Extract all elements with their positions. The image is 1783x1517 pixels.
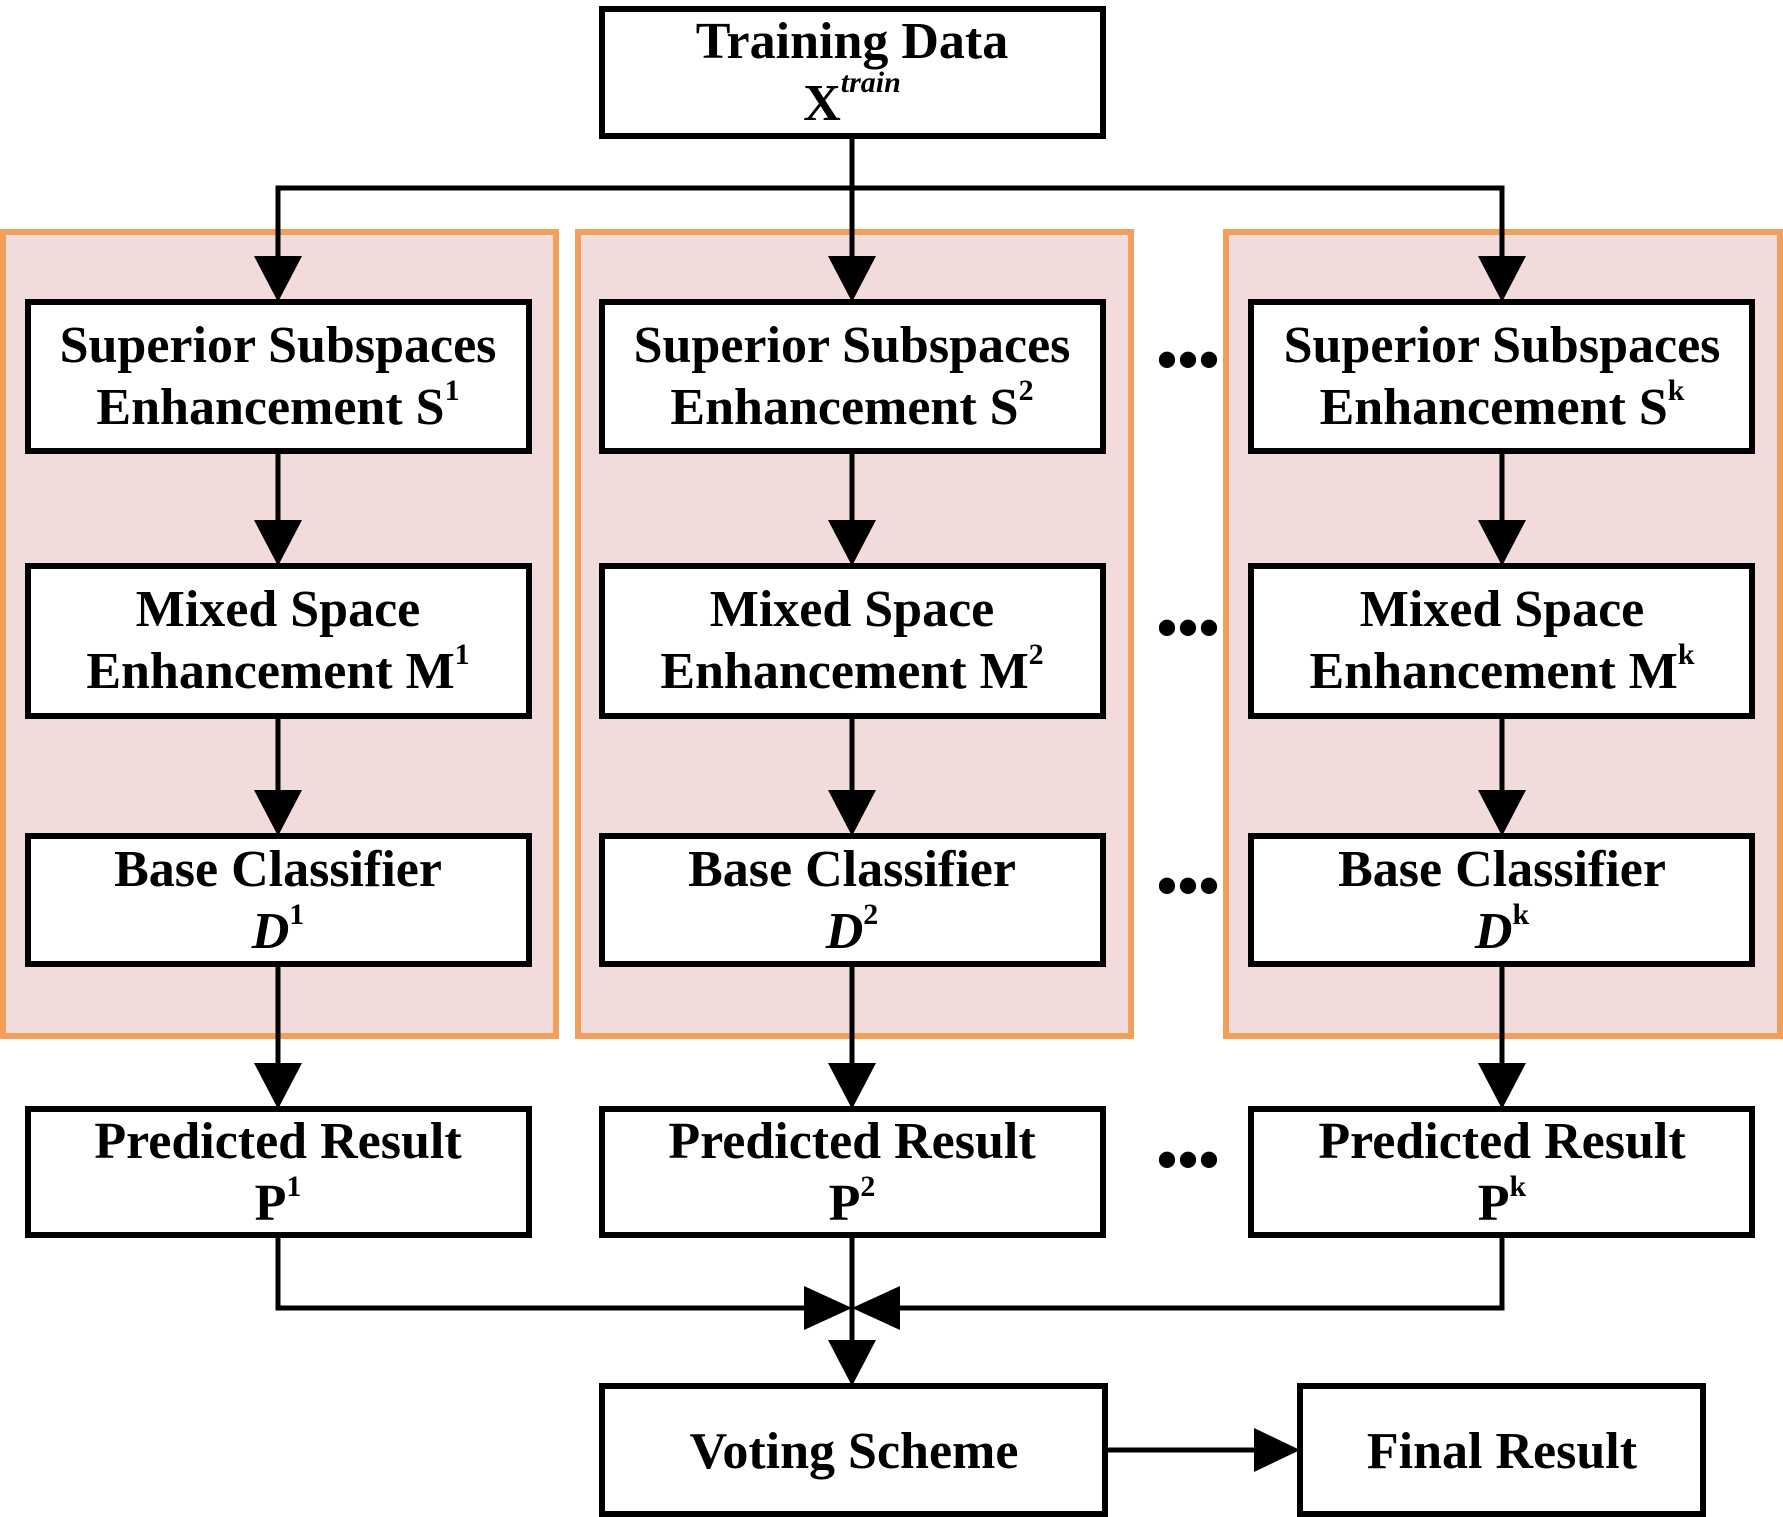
- superior-subspaces-box-k: [1248, 299, 1755, 454]
- training-data-symbol: Xtrain: [803, 66, 901, 132]
- predicted-result-symbol-1: P1: [255, 1170, 302, 1232]
- superior-subspaces-label-2: Superior Subspaces: [634, 317, 1071, 374]
- ellipsis-classifier: •••: [1156, 853, 1219, 919]
- predicted-result-label-k: Predicted Result: [1318, 1113, 1686, 1170]
- base-classifier-symbol-1: D1: [251, 898, 305, 960]
- predicted-result-box-2: [599, 1106, 1106, 1238]
- mixed-space-label-2: Mixed Space: [710, 581, 995, 638]
- predicted-result-box-1: [25, 1106, 532, 1238]
- ellipsis-predicted: •••: [1156, 1127, 1219, 1193]
- base-classifier-label-2: Base Classifier: [688, 841, 1016, 898]
- base-classifier-symbol-k: Dk: [1474, 898, 1530, 960]
- mixed-space-box-1: [25, 563, 532, 719]
- predicted-result-symbol-k: Pk: [1478, 1170, 1527, 1232]
- ellipsis-superior: •••: [1156, 327, 1219, 393]
- predicted-result-label-1: Predicted Result: [94, 1113, 462, 1170]
- mixed-space-box-2: [599, 563, 1106, 719]
- superior-subspaces-symbol-1: Enhancement S1: [96, 374, 459, 436]
- mixed-space-symbol-k: Enhancement Mk: [1309, 638, 1694, 700]
- base-classifier-label-1: Base Classifier: [114, 841, 442, 898]
- base-classifier-symbol-2: D2: [825, 898, 879, 960]
- training-data-label: Training Data: [696, 13, 1009, 70]
- superior-subspaces-box-1: [25, 299, 532, 454]
- superior-subspaces-symbol-k: Enhancement Sk: [1320, 374, 1685, 436]
- final-result-box: [1297, 1383, 1706, 1517]
- voting-scheme-label: Voting Scheme: [690, 1423, 1019, 1480]
- superior-subspaces-symbol-2: Enhancement S2: [670, 374, 1033, 436]
- arrowheads: [254, 256, 1526, 1472]
- mixed-space-box-k: [1248, 563, 1755, 719]
- superior-subspaces-label-k: Superior Subspaces: [1284, 317, 1721, 374]
- superior-subspaces-box-2: [599, 299, 1106, 454]
- base-classifier-label-k: Base Classifier: [1338, 841, 1666, 898]
- base-classifier-box-2: [599, 833, 1106, 967]
- base-classifier-box-1: [25, 833, 532, 967]
- mixed-space-label-1: Mixed Space: [136, 581, 421, 638]
- predicted-result-label-2: Predicted Result: [668, 1113, 1036, 1170]
- predicted-result-symbol-2: P2: [829, 1170, 876, 1232]
- final-result-label: Final Result: [1367, 1423, 1638, 1480]
- mixed-space-label-k: Mixed Space: [1360, 581, 1645, 638]
- voting-scheme-box: [599, 1383, 1108, 1517]
- ellipsis-mixed: •••: [1156, 595, 1219, 661]
- mixed-space-symbol-2: Enhancement M2: [660, 638, 1043, 700]
- mixed-space-symbol-1: Enhancement M1: [86, 638, 469, 700]
- predicted-result-box-k: [1248, 1106, 1755, 1238]
- base-classifier-box-k: [1248, 833, 1755, 967]
- superior-subspaces-label-1: Superior Subspaces: [60, 317, 497, 374]
- training-data-box: [599, 6, 1106, 139]
